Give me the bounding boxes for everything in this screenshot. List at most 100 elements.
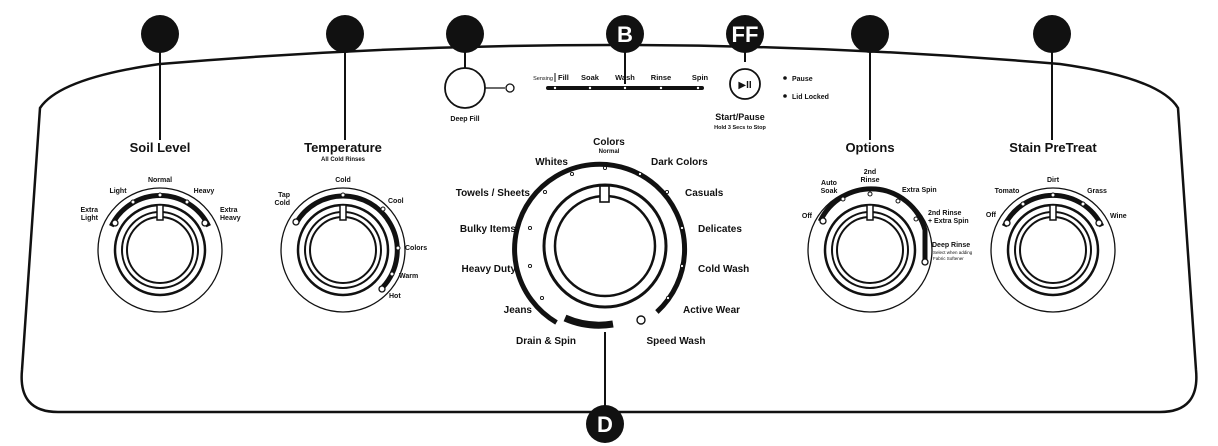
- options-off-label: Off: [802, 213, 813, 220]
- temp-warm-label: Warm: [399, 273, 418, 280]
- soil-level-title: Soil Level: [130, 140, 191, 155]
- cycle-towels-sheets-label: Towels / Sheets: [456, 188, 531, 199]
- callout-marker-options: [851, 15, 889, 53]
- stain-pretreat-knob-pointer: [1049, 204, 1057, 221]
- stain-pretreat-group: Stain PreTreat Off Tomato Dirt Grass Win…: [986, 140, 1127, 313]
- callout-marker-ff: [726, 15, 764, 53]
- start-pause-label: Start/Pause: [715, 112, 765, 122]
- temperature-led-cold: [340, 192, 346, 198]
- cycle-colors-label: Colors: [593, 137, 625, 148]
- callout-b-text: B: [617, 22, 633, 47]
- soil-level-led-light: [130, 199, 136, 205]
- stain-off-label: Off: [986, 212, 997, 219]
- stain-led-off: [1003, 219, 1011, 227]
- options-title: Options: [845, 140, 894, 155]
- cycle-position-dots: [527, 165, 685, 301]
- temp-cool-label: Cool: [388, 198, 404, 205]
- options-knob-pointer: [866, 204, 874, 221]
- cycle-status-group: Sensing Fill Soak Wash Rinse Spin: [533, 73, 709, 90]
- status-stage-wash: Wash: [615, 73, 635, 82]
- options-led-extra-spin: [895, 198, 901, 204]
- temperature-subtitle: All Cold Rinses: [321, 157, 366, 163]
- callout-marker-stain: [1033, 15, 1071, 53]
- play-pause-icon: ▶II: [738, 80, 751, 91]
- cycle-indicator-arc-outer: [512, 161, 688, 325]
- soil-heavy-label: Heavy: [194, 188, 215, 195]
- soil-level-knob-pointer: [156, 204, 164, 221]
- stain-led-dirt: [1050, 192, 1056, 198]
- cycle-colors-sub-label: Normal: [599, 149, 620, 155]
- cycle-speed-wash-label: Speed Wash: [646, 336, 705, 347]
- callout-marker-b: [606, 15, 644, 53]
- stain-led-grass: [1080, 201, 1086, 207]
- start-pause-button[interactable]: [729, 68, 761, 100]
- temperature-knob-face: [309, 216, 377, 284]
- temperature-led-tap-cold: [292, 218, 300, 226]
- soil-level-bezel: [97, 187, 223, 313]
- callout-ff-text: FF: [732, 22, 759, 47]
- stain-grass-label: Grass: [1087, 188, 1107, 195]
- temperature-led-cool: [380, 206, 386, 212]
- temperature-led-hot: [378, 285, 386, 293]
- temp-colors-label: Colors: [405, 245, 427, 252]
- status-stage-rinse: Rinse: [651, 73, 671, 82]
- cycle-whites-label: Whites: [535, 157, 568, 168]
- cycle-jeans-label: Jeans: [504, 305, 533, 316]
- cycle-heavy-duty-label: Heavy Duty: [462, 264, 517, 275]
- stain-wine-label: Wine: [1110, 213, 1127, 220]
- soil-level-led-extra-light: [111, 219, 119, 227]
- stain-pretreat-bezel: [990, 187, 1116, 313]
- cycle-selector-knob-face: [553, 194, 657, 298]
- stain-dirt-label: Dirt: [1047, 177, 1060, 184]
- options-2nd-rinse-extra-spin-label: 2nd Rinse+ Extra Spin: [928, 210, 969, 225]
- temperature-title: Temperature: [304, 140, 382, 155]
- deep-fill-label: Deep Fill: [450, 116, 479, 123]
- stain-led-wine: [1095, 219, 1103, 227]
- soil-level-led-normal: [157, 192, 163, 198]
- cycle-casuals-label: Casuals: [685, 188, 724, 199]
- callout-markers: B FF D: [141, 15, 1071, 443]
- soil-level-led-heavy: [184, 199, 190, 205]
- options-led-deep-rinse: [921, 258, 929, 266]
- soil-level-led-extra-heavy: [201, 219, 209, 227]
- deep-fill-button[interactable]: [444, 67, 486, 109]
- options-indicator-arc: [817, 186, 928, 262]
- callout-marker-d: [586, 405, 624, 443]
- callout-marker-soil: [141, 15, 179, 53]
- start-pause-group: ▶II Pause Lid Locked Start/Pause Hold 3 …: [714, 68, 829, 131]
- soil-normal-label: Normal: [148, 177, 172, 184]
- stain-pretreat-knob-face: [1019, 216, 1087, 284]
- cycle-indicator-arc-speed: [563, 314, 614, 329]
- stain-tomato-label: Tomato: [995, 188, 1020, 195]
- soil-light-label: Light: [109, 188, 127, 195]
- status-stage-soak: Soak: [581, 73, 600, 82]
- temperature-knob-pointer: [339, 204, 347, 221]
- cycle-delicates-label: Delicates: [698, 224, 742, 235]
- deep-fill-led: [505, 83, 515, 93]
- temperature-indicator-arc: [294, 193, 400, 290]
- status-led-soak: [588, 86, 592, 90]
- status-sensing: Sensing: [533, 76, 553, 82]
- options-led-auto-soak: [840, 196, 846, 202]
- callout-marker-temperature: [326, 15, 364, 53]
- options-deep-rinse-label: Deep Rinse: [932, 242, 970, 249]
- soil-level-knob-face: [126, 216, 194, 284]
- lid-locked-indicator-label: Lid Locked: [792, 94, 829, 101]
- pause-indicator-label: Pause: [792, 76, 813, 83]
- cycle-dark-colors-label: Dark Colors: [651, 157, 708, 168]
- temp-cold-label: Cold: [335, 177, 351, 184]
- lid-locked-indicator-led: [783, 94, 787, 98]
- cycle-cold-wash-label: Cold Wash: [698, 264, 749, 275]
- start-pause-sublabel: Hold 3 Secs to Stop: [714, 125, 766, 131]
- deep-fill-group: Deep Fill: [444, 67, 515, 123]
- temperature-bezel: [280, 187, 406, 313]
